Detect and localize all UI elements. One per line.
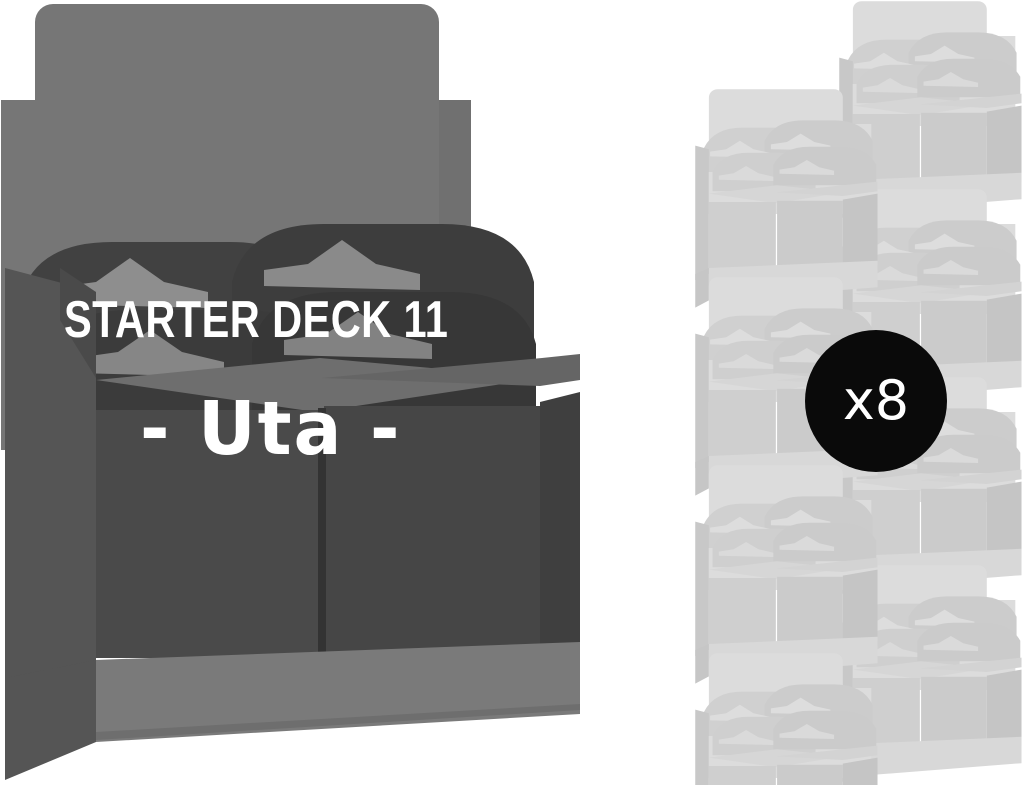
- main-display-box: [1, 4, 580, 780]
- hanger-tab-icon: [264, 240, 420, 290]
- base-band-bottom-edge: [96, 704, 580, 740]
- base-band-left-side: [5, 660, 96, 780]
- hanger-tab-icon: [284, 312, 432, 359]
- pack-gap: [318, 408, 326, 658]
- pack-top-right: [322, 354, 580, 386]
- pack-front-right: [324, 406, 540, 656]
- quantity-badge-label: x8: [842, 369, 910, 432]
- tray-left-wall: [5, 268, 96, 702]
- tray-right-side: [540, 392, 580, 660]
- tray-left-wall-inner: [60, 268, 96, 378]
- quantity-badge: x8: [805, 330, 947, 472]
- pack-front-left: [96, 410, 318, 658]
- hanger-tab-icon: [76, 330, 224, 377]
